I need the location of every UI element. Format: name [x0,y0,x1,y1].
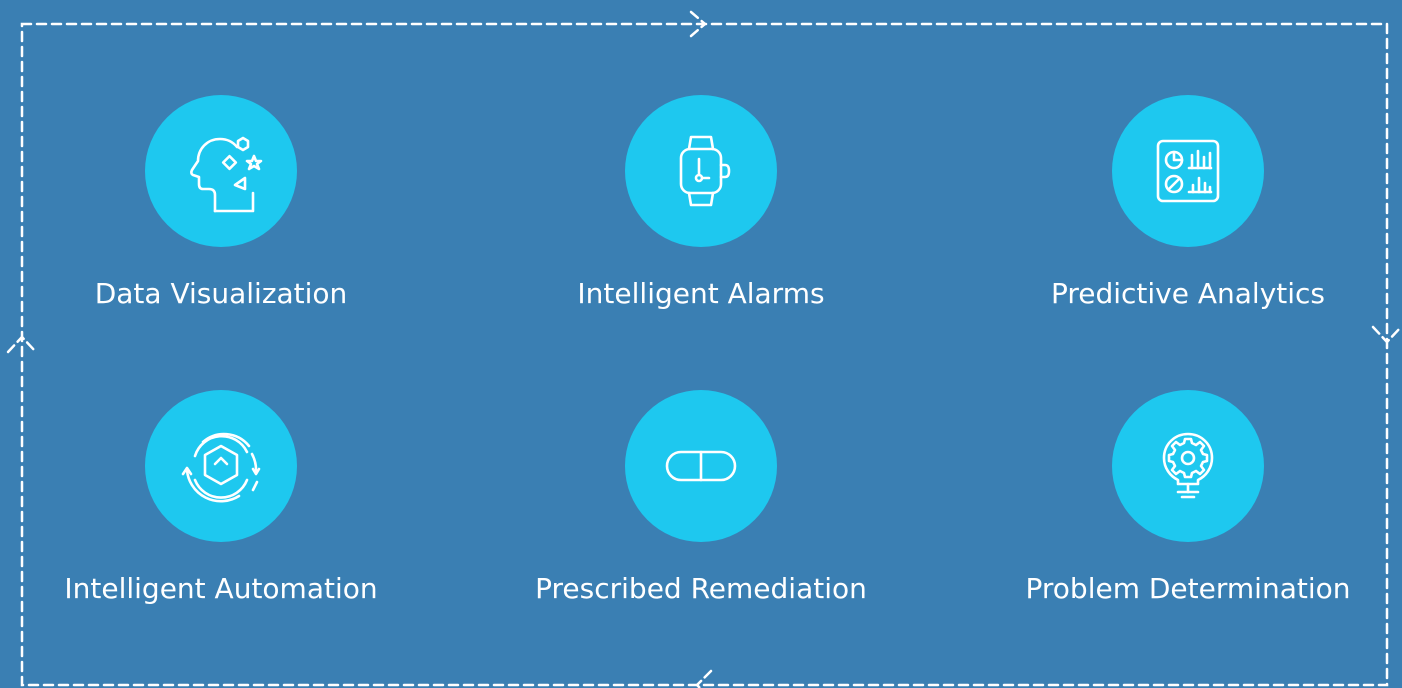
smartwatch-icon [679,135,731,207]
dashboard-charts-icon [1156,139,1220,203]
head-shapes-icon [190,136,263,213]
feature-label: Intelligent Automation [64,572,378,605]
arrow-left-up [6,335,38,354]
feature-circle [625,95,777,247]
feature-circle [1112,95,1264,247]
feature-label: Data Visualization [94,277,348,310]
arrow-top-right [689,10,707,38]
feature-intelligent-alarms: Intelligent Alarms [511,95,891,312]
feature-label: Predictive Analytics [1050,277,1326,310]
feature-prescribed-remediation: Prescribed Remediation [511,390,891,607]
feature-intelligent-automation: Intelligent Automation [31,390,411,607]
feature-circle [625,390,777,542]
feature-label: Prescribed Remediation [535,572,867,605]
cycle-hexagon-icon [181,432,261,503]
feature-label: Problem Determination [1025,572,1351,605]
feature-predictive-analytics: Predictive Analytics [998,95,1378,312]
feature-circle [145,390,297,542]
feature-circle [1112,390,1264,542]
arrow-right-down [1371,325,1402,344]
lightbulb-gear-icon [1162,432,1214,499]
feature-label: Intelligent Alarms [577,277,825,310]
pill-capsule-icon [665,450,737,482]
arrow-bottom-left [695,669,713,688]
feature-circle [145,95,297,247]
feature-data-visualization: Data Visualization [31,95,411,312]
feature-problem-determination: Problem Determination [998,390,1378,607]
